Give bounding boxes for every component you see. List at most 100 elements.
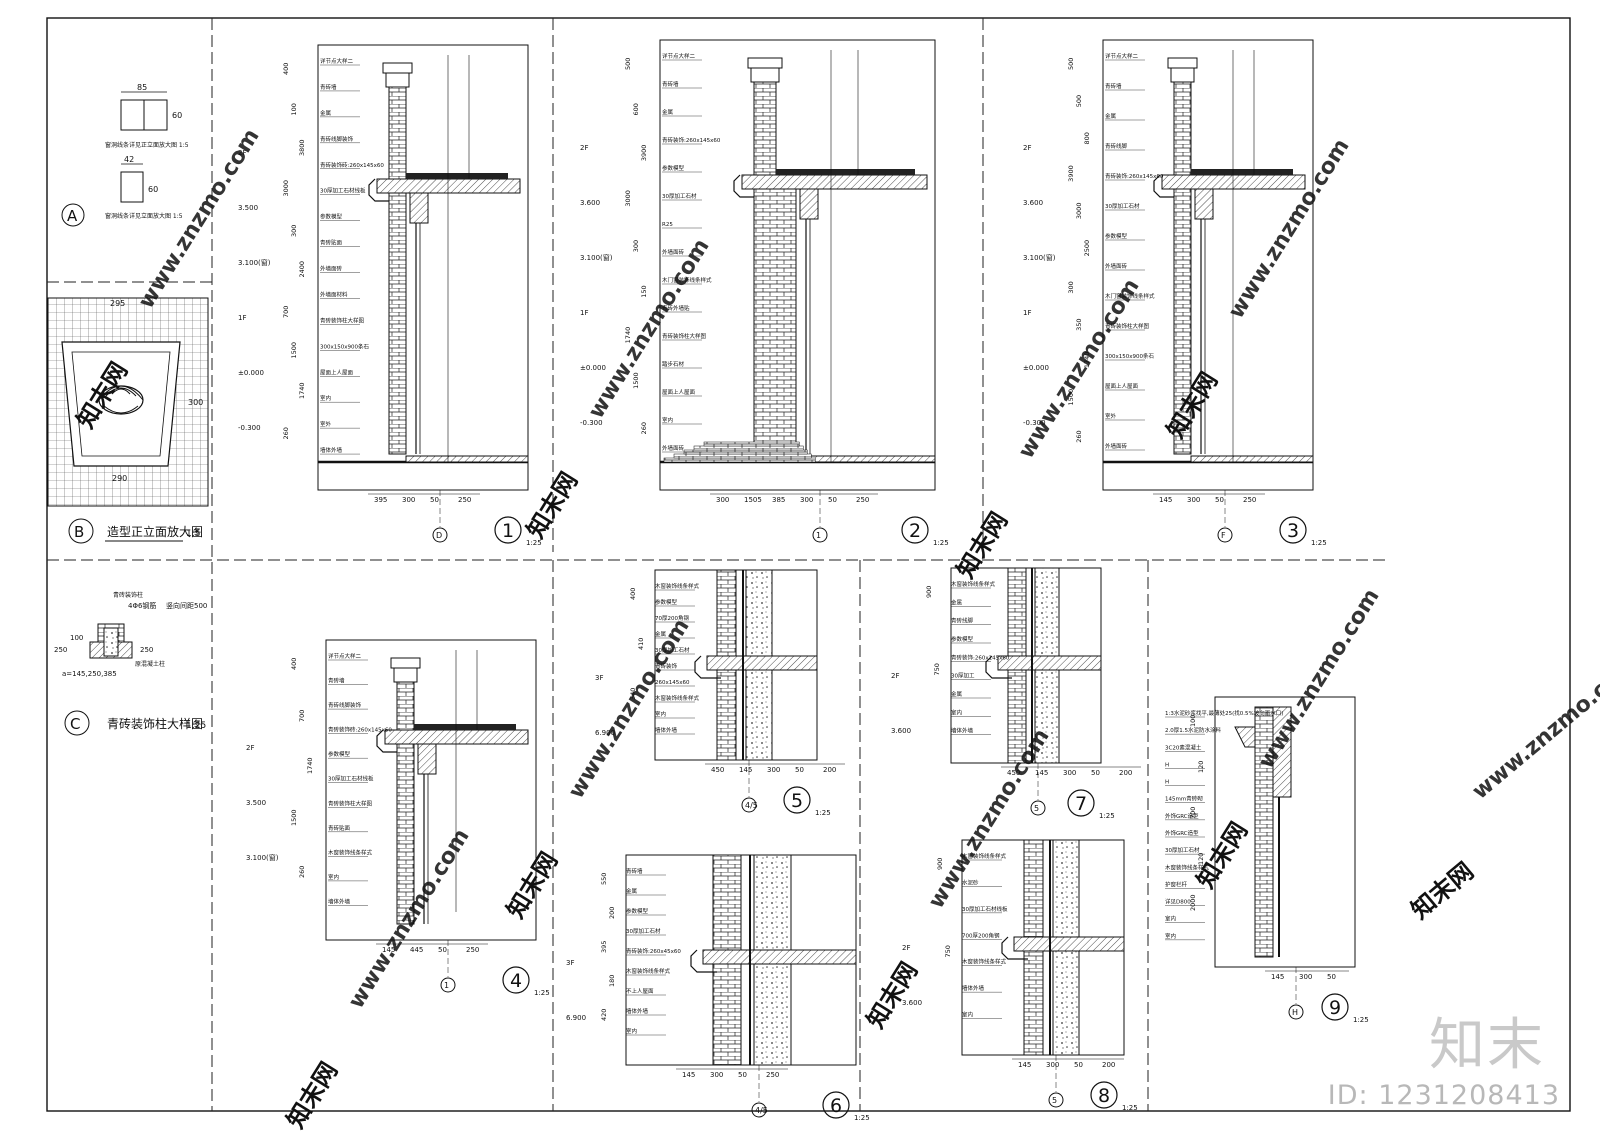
note-label: 青砖墙 <box>1105 82 1122 90</box>
vertical-dimension: 260 <box>1075 430 1083 442</box>
note-label: 1:3水泥砂浆找平,最薄处25(找0.5%坡向雨水口) <box>1165 709 1283 717</box>
horizontal-dimension: 145 <box>739 766 752 774</box>
note-label: 金属 <box>1105 112 1116 120</box>
sections-layer: 详节点大样二青砖墙金属青砖线脚装饰青砖装饰砖:260x145x6030厚加工石材… <box>238 39 1369 1122</box>
note-label: 屋面上人屋面 <box>1105 382 1139 390</box>
note-label: 外墙面砖 <box>662 444 685 452</box>
finial-body <box>385 72 410 88</box>
note-label: 木窗装饰线条样式 <box>626 967 671 975</box>
note-label: 木窗装饰线条样式 <box>328 848 373 856</box>
section-scale: 1:25 <box>1099 812 1115 820</box>
vertical-dimension: 1500 <box>290 342 298 359</box>
finial-cap <box>390 657 421 669</box>
vertical-dimension: 2000 <box>1189 894 1197 911</box>
note-label: 墙体外墙 <box>320 446 343 454</box>
detail-b-scale: 1:5 <box>186 529 200 539</box>
vertical-dimension: 400 <box>282 63 290 75</box>
vertical-dimension: 340 <box>629 688 637 700</box>
note-label: 屋面上人屋面 <box>320 368 354 376</box>
note-label: 青砖装饰 <box>655 662 678 670</box>
level-label: 1F <box>580 309 588 317</box>
section-scale: 1:25 <box>854 1114 870 1122</box>
detail-b-title: 造型正立面放大图 <box>107 524 203 539</box>
note-label: H <box>1165 762 1169 768</box>
note-label: 详节点大样二 <box>662 52 696 60</box>
vertical-dimension: 1740 <box>298 382 306 399</box>
brand-logo: 知末 <box>1429 1013 1545 1078</box>
horizontal-dimension: 145 <box>682 1071 695 1079</box>
level-label: 6.900 <box>566 1014 586 1022</box>
level-label: 3.600 <box>891 727 911 735</box>
note-label: 青砖线脚装饰 <box>328 701 362 709</box>
note-a-2: 窗洞线条详见立面放大图 1:5 <box>105 212 183 220</box>
vertical-dimension: 400 <box>290 658 298 670</box>
note-label: 外饰GRC造型 <box>1165 812 1199 820</box>
horizontal-dimension: 50 <box>828 496 837 504</box>
note-label: 墙体外墙 <box>626 1007 649 1015</box>
horizontal-dimension: 145 <box>1035 769 1048 777</box>
dim-a-width2: 42 <box>124 155 134 164</box>
axis-label: 1 <box>816 531 821 540</box>
axis-label: 1 <box>444 981 449 990</box>
vertical-dimension: 600 <box>632 103 640 115</box>
level-label: 3F <box>566 959 574 967</box>
horizontal-dimension: 1505 <box>744 496 762 504</box>
watermark-brand: 知末网 <box>861 957 923 1033</box>
horizontal-dimension: 385 <box>772 496 785 504</box>
section-number-bubble <box>1279 516 1307 544</box>
vertical-dimension: 1500 <box>290 809 298 826</box>
note-label: 参数模型 <box>655 598 678 606</box>
note-label: 260x145x60 <box>655 680 690 686</box>
detail-c-title: 青砖装饰柱大样图 <box>107 716 203 731</box>
vertical-dimension: 1740 <box>306 757 314 774</box>
horizontal-dimension: 200 <box>1119 769 1132 777</box>
level-label: 2F <box>580 144 588 152</box>
note-label: 30厚加工石材线板 <box>320 187 366 195</box>
section-3: 详节点大样二青砖墙金属青砖线脚青砖装饰:260x145x6030厚加工石材参数模… <box>1023 39 1327 547</box>
note-label: 木窗装饰线条样式 <box>962 852 1007 860</box>
vertical-dimension: 410 <box>637 638 645 650</box>
brick-wall <box>753 188 797 455</box>
axis-bubble <box>1048 1092 1064 1108</box>
sheet-border <box>46 17 1571 1112</box>
vertical-dimension: 260 <box>298 866 306 878</box>
note-label: 青砖装饰:260x145x60 <box>662 136 721 144</box>
note-label: 室内 <box>655 710 666 718</box>
vertical-dimension: 350 <box>1075 318 1083 330</box>
note-label: 30厚加工 <box>951 672 975 680</box>
vertical-dimension: 900 <box>936 858 944 870</box>
vertical-dimension: 500 <box>624 58 632 70</box>
detail-c-marker: C <box>70 715 80 733</box>
note-label: 30厚加工石材 <box>1165 846 1200 854</box>
section-scale: 1:25 <box>534 989 550 997</box>
note-label: 详节点大样二 <box>328 652 362 660</box>
level-label: ±0.000 <box>1023 364 1049 372</box>
note-label: 青砖墙 <box>328 677 345 685</box>
section-frame <box>317 44 529 491</box>
axis-label: 5 <box>1052 1096 1057 1105</box>
note-label: 室内 <box>328 873 339 881</box>
section-scale: 1:25 <box>526 539 542 547</box>
vertical-dimension: 900 <box>925 586 933 598</box>
note-label: 外墙面砖 <box>662 248 685 256</box>
vertical-dimension: 180 <box>608 975 616 987</box>
dim-a-height2: 60 <box>148 185 158 194</box>
note-label: 145mm青砖砌 <box>1165 795 1203 803</box>
brick-wall <box>388 192 407 455</box>
detail-a-marker: A <box>67 207 78 225</box>
detail-c-dim-2: 100 <box>70 634 83 642</box>
note-label: 金属 <box>320 109 331 117</box>
stair-step <box>703 441 800 447</box>
watermark-brand: 知末网 <box>1406 857 1479 925</box>
note-label: 70厚200角钢 <box>655 614 689 622</box>
brick-wall <box>1173 188 1192 455</box>
note-label: 室内 <box>662 416 673 424</box>
note-label: 室内 <box>626 1027 637 1035</box>
note-label: 参数模型 <box>328 750 351 758</box>
note-label: 青砖线脚 <box>951 617 974 625</box>
detail-b: 295 300 290 B 造型正立面放大图 1:5 <box>47 297 209 544</box>
note-label: 青砖装饰砖:260x145x60 <box>320 161 384 169</box>
vertical-dimension: 1500 <box>1067 389 1075 406</box>
note-label: 300x150x900条石 <box>320 342 370 350</box>
